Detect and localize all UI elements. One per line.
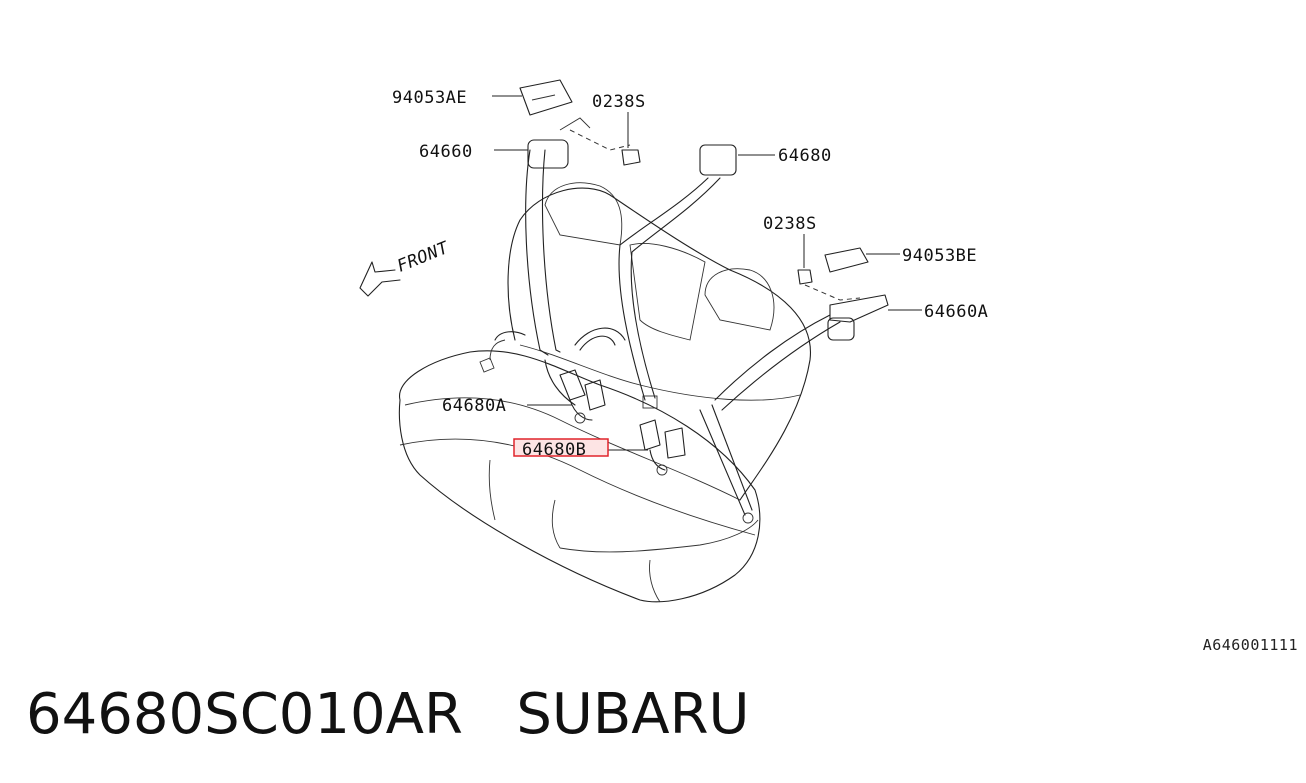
right-retractor-belt-drawing <box>699 247 889 524</box>
seat-cushion-drawing <box>398 350 761 603</box>
callout-94053be[interactable]: 94053BE <box>902 246 977 266</box>
reference-code: A646001111 <box>1202 636 1298 654</box>
callout-94053ae[interactable]: 94053AE <box>392 88 467 108</box>
callout-0238s-left[interactable]: 0238S <box>592 92 646 112</box>
callout-64660a[interactable]: 64660A <box>924 302 988 322</box>
buckle-assemblies-drawing <box>479 327 686 476</box>
part-number: 64680SC010AR <box>26 682 463 747</box>
part-title: 64680SC010AR SUBARU <box>26 682 749 747</box>
left-retractor-belt-drawing <box>525 117 591 406</box>
center-belt-64680-drawing <box>618 144 737 409</box>
callout-64680[interactable]: 64680 <box>778 146 832 166</box>
bracket-94053ae-drawing <box>519 79 641 166</box>
callout-leaders <box>492 95 922 451</box>
callout-64660[interactable]: 64660 <box>419 142 473 162</box>
front-arrow-drawing: FRONT <box>359 238 453 297</box>
callout-64680b-group[interactable]: 64680B <box>513 438 609 460</box>
callout-64680b[interactable]: 64680B <box>522 440 586 460</box>
front-label: FRONT <box>394 238 452 277</box>
callout-labels: 94053AE 0238S 64660 64680 0238S 94053BE … <box>392 88 988 460</box>
brand-name: SUBARU <box>516 682 750 747</box>
seat-belt-diagram: FRONT 94053AE 0238S 64660 64680 0238S 94… <box>359 79 988 603</box>
callout-64680a[interactable]: 64680A <box>442 396 506 416</box>
callout-0238s-right[interactable]: 0238S <box>763 214 817 234</box>
highlight-box <box>513 438 609 457</box>
